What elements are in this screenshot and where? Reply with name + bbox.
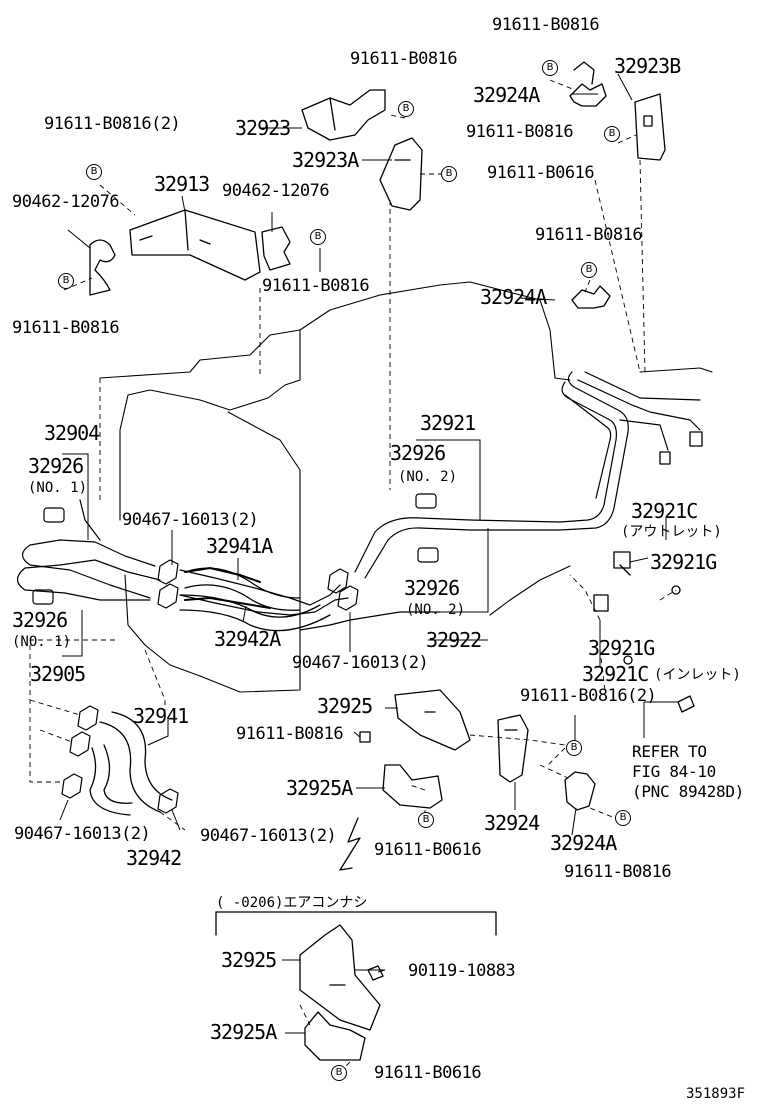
part-number-label: 91611-B0816(2) [520,686,657,706]
bracket-32925-box [299,924,381,1031]
part-number-label: 32921C [582,662,649,686]
fittings [359,431,703,981]
part-number-label: 32942A [214,627,281,651]
bracket-32923 [301,89,386,141]
part-number-label: 32925A [210,1020,277,1044]
part-number-label: 91611-B0616 [374,1063,482,1083]
bracket-32924a-mid [571,285,611,309]
part-number-label: 32924A [550,831,617,855]
part-number-label: 32923 [235,116,291,140]
note-label: (NO. 2) [406,602,466,618]
bracket-32925 [394,689,471,751]
bolt-b-icon: B [615,810,631,826]
part-number-label: 32926 [390,441,446,465]
bolt-b-icon: B [542,60,558,76]
part-number-label: 32941 [133,704,189,728]
bracket-32923b [634,93,666,161]
part-number-label: 32924A [480,285,547,309]
bolt-b-icon: B [566,740,582,756]
part-number-label: 32921G [650,550,717,574]
reference-label: FIG 84-10 [632,762,716,781]
engine-outline [99,281,713,693]
bracket-32913 [129,209,261,281]
part-number-label: 91611-B0816 [262,276,370,296]
part-number-label: 32925A [286,776,353,800]
bracket-32925a-box [304,1011,366,1061]
part-number-label: 91611-B0816 [236,724,344,744]
part-number-label: 32921G [588,636,655,660]
part-number-label: 91611-B0816 [492,15,600,35]
part-number-label: 90462-12076 [12,192,120,212]
clip-90462-left [89,239,116,296]
sleeves-32926 [32,493,439,605]
bracket-32925a [382,764,443,809]
bolt-b-icon: B [418,812,434,828]
reference-label: REFER TO [632,742,707,761]
bolt-b-icon: B [58,273,74,289]
part-number-label: 90119-10883 [408,961,516,981]
hose-clamps [61,559,359,814]
part-number-label: 32926 [404,576,460,600]
hose-32942a [179,594,331,632]
bracket-32923a [379,137,423,211]
part-number-label: 32926 [28,454,84,478]
part-number-label: 32923B [614,54,681,78]
variant-box [215,911,497,936]
bolt-b-icon: B [86,164,102,180]
part-number-label: 91611-B0816 [535,225,643,245]
dashed-leaders [29,79,677,1073]
part-number-label: 32925 [317,694,373,718]
part-number-label: 91611-B0816 [350,49,458,69]
part-number-label: 32923A [292,148,359,172]
note-label: (インレット) [654,667,741,683]
bolt-b-icon: B [398,101,414,117]
part-number-label: 32942 [126,846,182,870]
part-number-label: 90467-16013(2) [14,824,151,844]
bracket-32924a-top [569,61,607,107]
note-label: (NO. 1) [28,480,88,496]
part-number-label: 90462-12076 [222,181,330,201]
part-number-label: 91611-B0816(2) [44,114,181,134]
clip-90462-right [261,226,291,271]
note-label: (アウトレット) [621,524,722,540]
part-number-label: 32922 [426,628,482,652]
part-number-label: 90467-16013(2) [122,510,259,530]
part-number-label: 32905 [30,662,86,686]
part-number-label: 91611-B0816 [466,122,574,142]
part-number-label: 32913 [154,172,210,196]
variant-note: ( -0206)エアコンナシ [216,895,368,911]
part-number-label: 91611-B0816 [564,862,672,882]
hose-32942 [89,744,133,816]
bolt-b-icon: B [310,229,326,245]
part-number-label: 91611-B0616 [374,840,482,860]
diagram-code: 351893F [686,1086,746,1102]
bracket-32924a-bottom [564,771,596,811]
leader-lines [59,73,678,1034]
part-number-label: 91611-B0616 [487,163,595,183]
part-number-label: 91611-B0816 [12,318,120,338]
bolt-b-icon: B [441,166,457,182]
part-number-label: 32941A [206,534,273,558]
part-number-label: 32924 [484,811,540,835]
part-number-label: 32924A [473,83,540,107]
part-number-label: 32925 [221,948,277,972]
part-number-label: 90467-16013(2) [200,826,337,846]
part-number-label: 90467-16013(2) [292,653,429,673]
note-label: (NO. 2) [398,469,458,485]
bolt-b-icon: B [581,262,597,278]
part-number-label: 32921C [631,499,698,523]
note-label: (NO. 1) [12,634,72,650]
bolt-b-icon: B [331,1065,347,1081]
reference-label: (PNC 89428D) [632,782,744,801]
part-number-label: 32926 [12,608,68,632]
hose-32941 [99,711,173,813]
lightning-arrow-icon [339,817,361,871]
bracket-32924 [497,714,529,783]
bolt-b-icon: B [604,126,620,142]
hose-32941a [184,567,301,611]
part-number-label: 32921 [420,411,476,435]
part-number-label: 32904 [44,421,100,445]
